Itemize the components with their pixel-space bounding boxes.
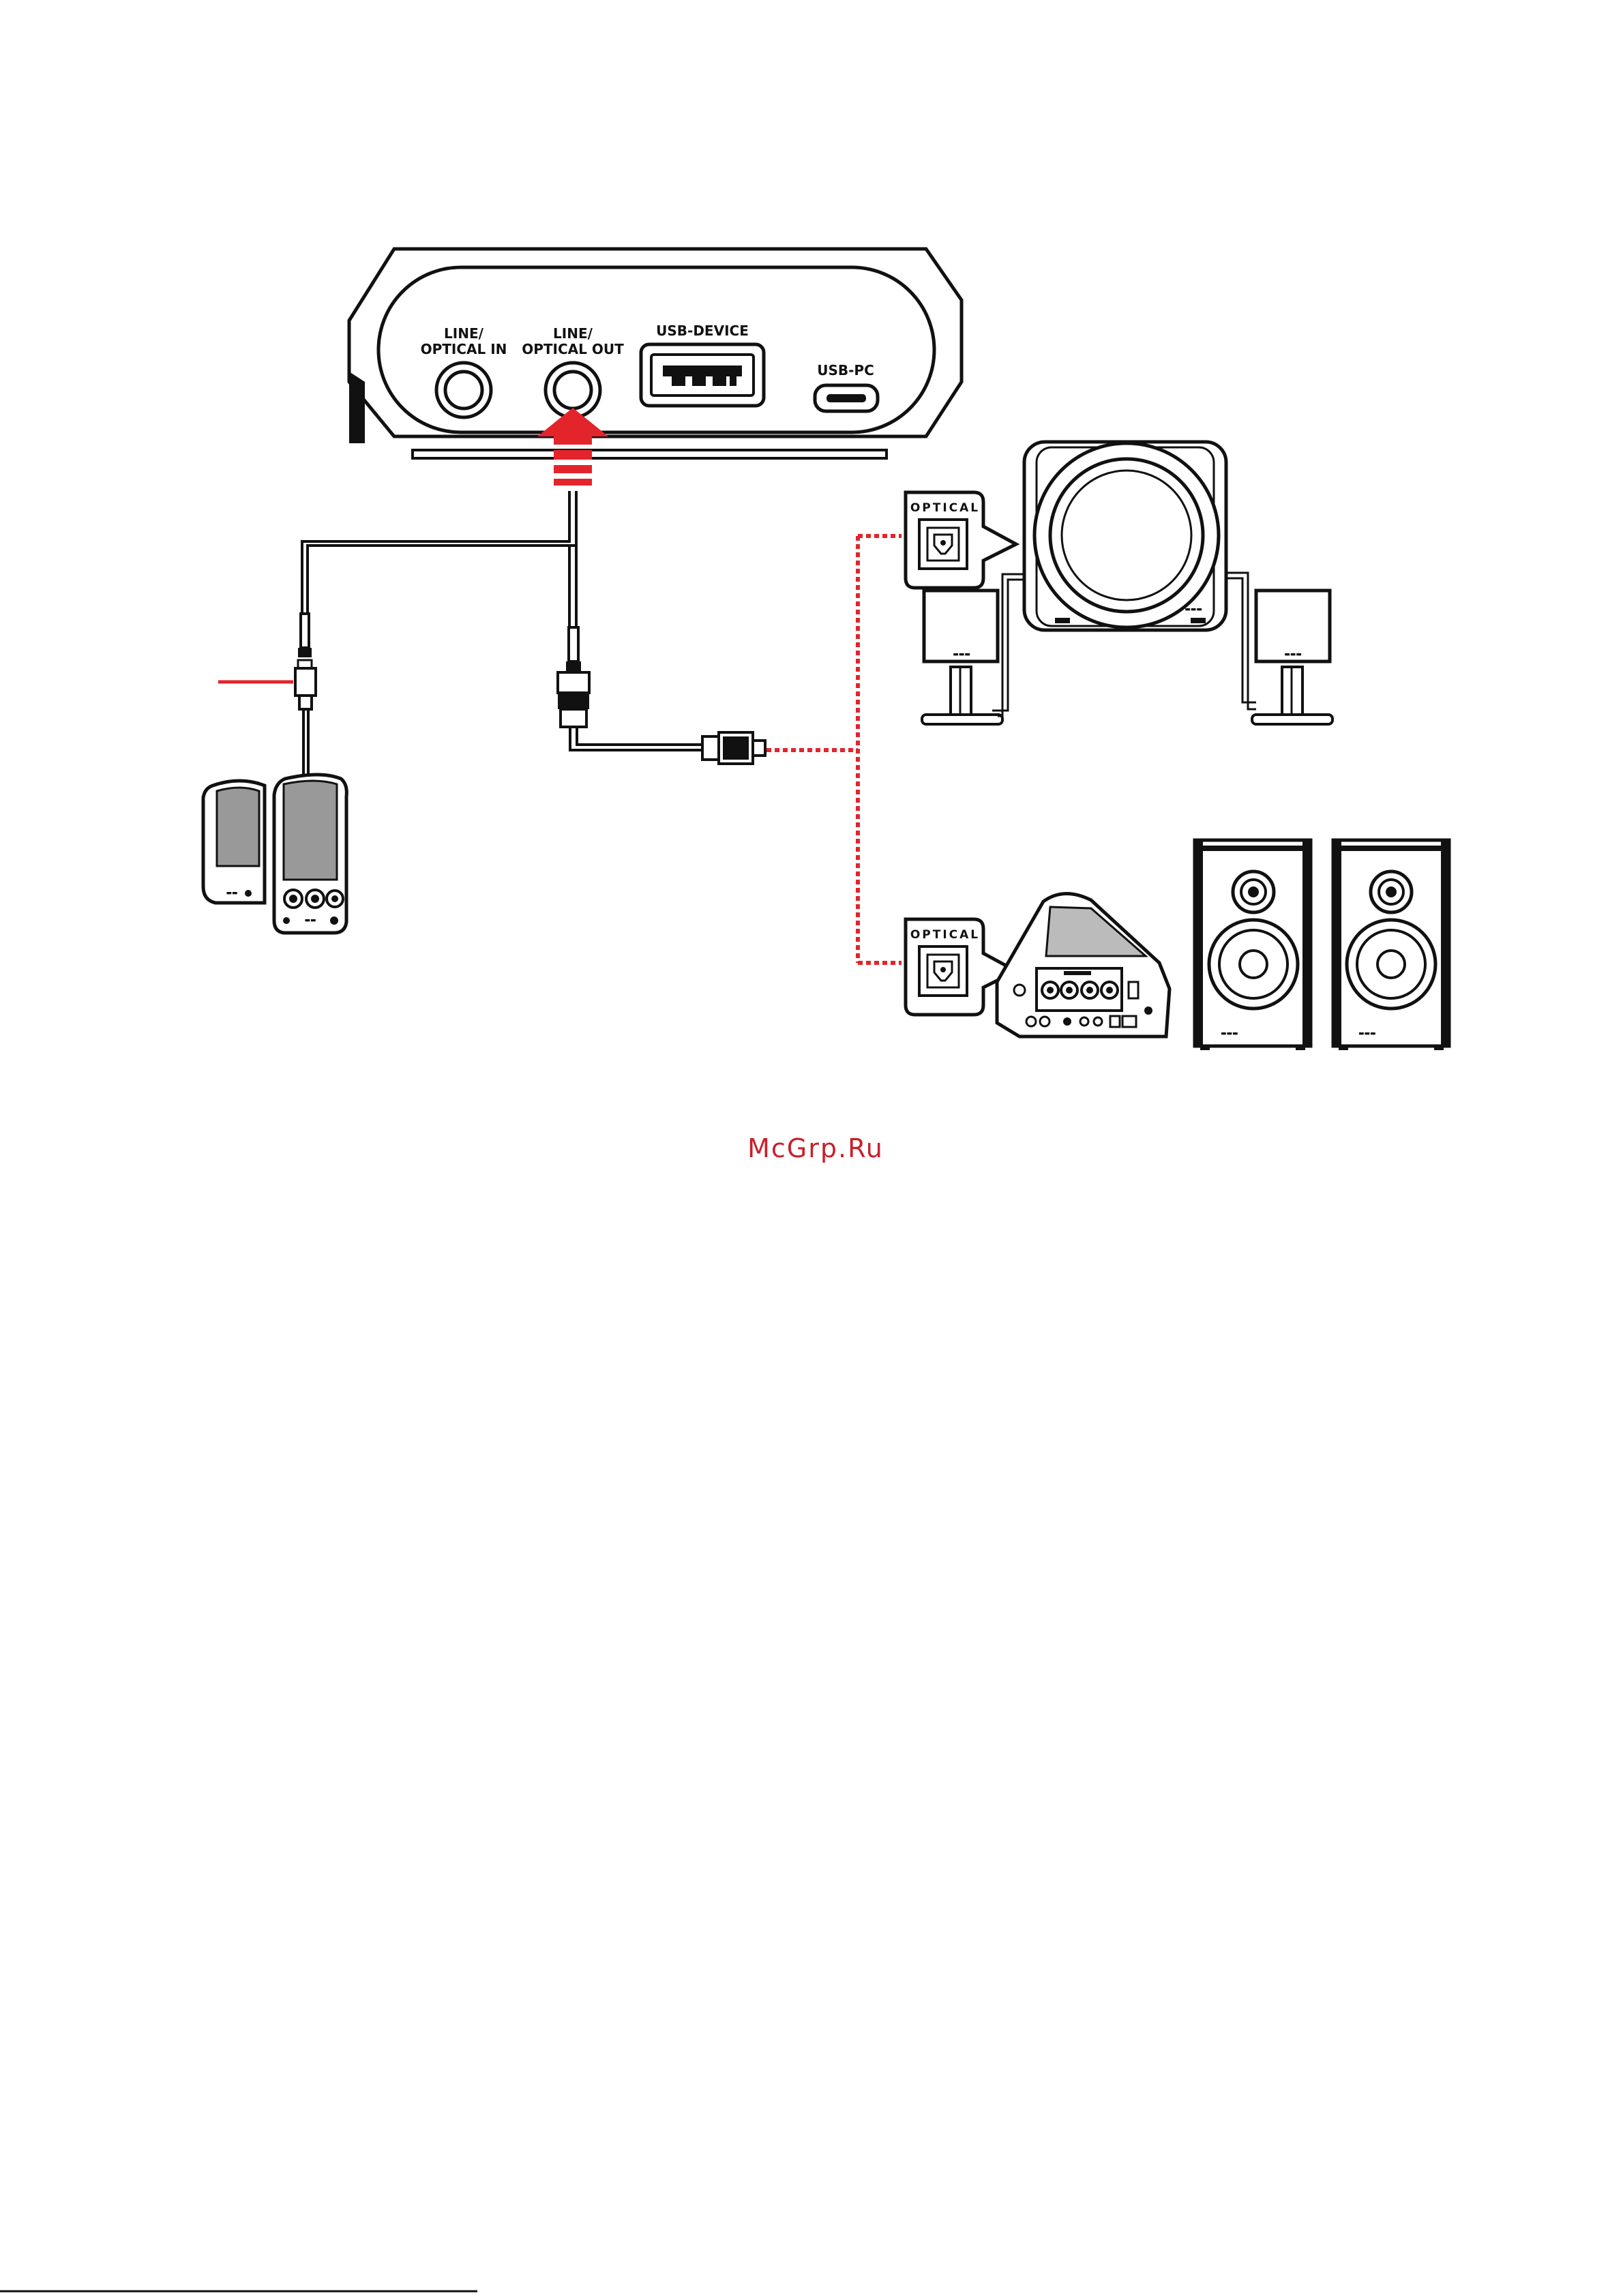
svg-text:OPTICAL: OPTICAL	[910, 501, 980, 515]
svg-text:▬▬▬: ▬▬▬	[953, 651, 970, 658]
optical-port-icon	[919, 946, 967, 996]
pc-speaker-right: ▬▬	[274, 775, 346, 933]
external-sound-card	[997, 893, 1170, 1037]
line-in-label-2: OPTICAL IN	[421, 341, 507, 357]
optical-badge-top: OPTICAL	[906, 492, 1016, 588]
pc-speaker-left: ▬▬	[203, 781, 265, 903]
svg-text:▬▬▬: ▬▬▬	[1185, 606, 1202, 613]
usb-device-port	[641, 344, 764, 406]
toslink-plug	[702, 732, 765, 764]
watermark-text: McGrp.Ru	[747, 1133, 884, 1163]
optical-mini-plug	[558, 627, 702, 750]
amp-device: LINE/ OPTICAL IN LINE/ OPTICAL OUT USB-D…	[349, 249, 962, 458]
svg-text:OPTICAL: OPTICAL	[910, 928, 980, 942]
svg-text:▬▬▬: ▬▬▬	[1358, 1030, 1376, 1037]
usb-pc-port	[815, 385, 878, 411]
splitter-cable	[302, 491, 576, 627]
left-jack-plug	[295, 614, 316, 777]
line-in-jack	[436, 363, 491, 417]
pc-speakers: ▬▬ ▬▬	[203, 775, 346, 933]
svg-text:▬▬▬: ▬▬▬	[1221, 1030, 1238, 1037]
optical-port-icon	[919, 520, 967, 569]
usb-pc-label: USB-PC	[817, 362, 874, 378]
svg-text:▬▬▬: ▬▬▬	[1284, 651, 1302, 658]
svg-text:▬▬: ▬▬	[304, 917, 316, 924]
satellite-left: ▬▬▬	[922, 574, 1024, 724]
bookshelf-speaker-left: ▬▬▬	[1195, 840, 1311, 1050]
line-in-label-1: LINE/	[444, 325, 484, 342]
optical-signal-path	[766, 536, 902, 963]
subwoofer: ▬▬▬	[1024, 442, 1226, 630]
satellite-right: ▬▬▬	[1226, 573, 1332, 724]
svg-text:▬▬: ▬▬	[226, 890, 237, 897]
line-out-label-1: LINE/	[553, 325, 593, 342]
usb-device-label: USB-DEVICE	[656, 323, 749, 339]
line-out-label-2: OPTICAL OUT	[522, 341, 624, 357]
bookshelf-speaker-right: ▬▬▬	[1333, 840, 1449, 1050]
